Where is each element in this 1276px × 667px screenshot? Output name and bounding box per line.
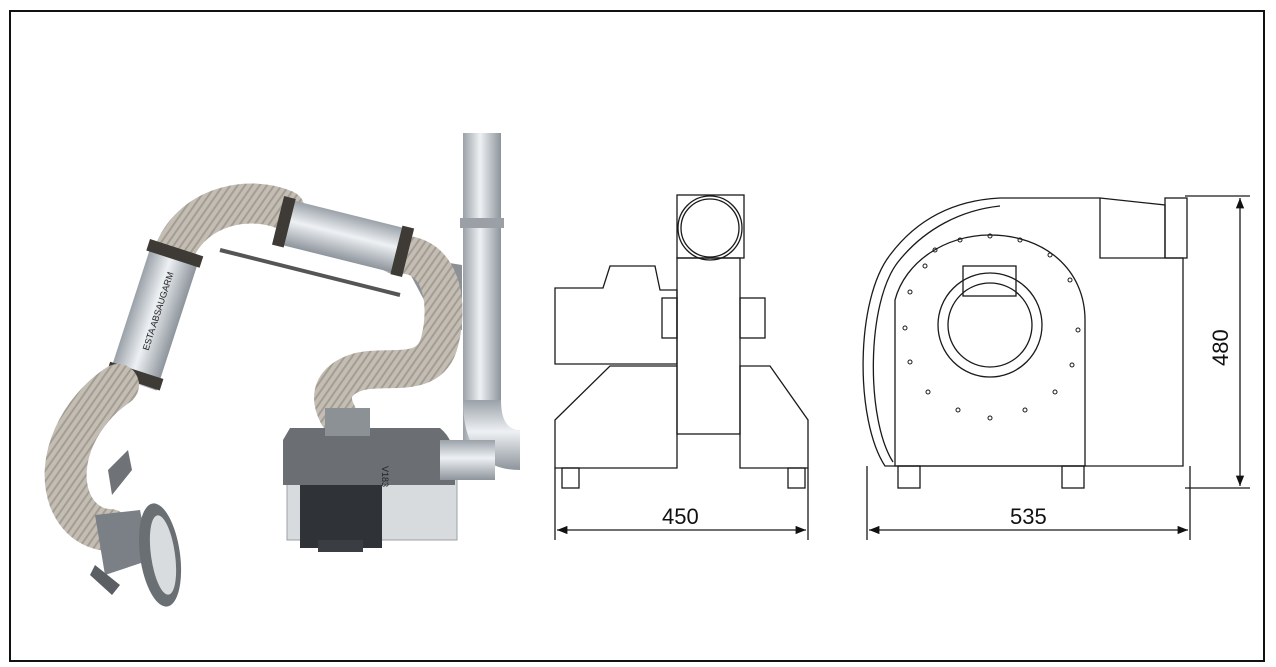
front-base	[554, 365, 678, 469]
front-width-label: 450	[662, 504, 699, 529]
side-outlet	[1099, 197, 1166, 258]
duct-clamp	[460, 218, 504, 228]
fan-inlet	[325, 408, 370, 436]
side-impeller-plate	[894, 234, 1086, 467]
upper-arm-tube	[276, 198, 414, 276]
top-hose-bend	[155, 183, 305, 270]
side-foot-right	[1061, 465, 1085, 489]
side-bolt-holes	[902, 233, 1081, 421]
lower-arm-tube	[108, 241, 200, 391]
vertical-duct	[463, 133, 501, 453]
upper-hose	[314, 235, 463, 434]
upper-arm-band-right	[390, 225, 415, 277]
lower-arm-band-top	[146, 239, 204, 268]
side-width-label: 535	[1010, 504, 1047, 529]
front-view-drawing	[554, 194, 809, 540]
fan-outlet	[440, 440, 495, 480]
front-foot-left	[561, 467, 580, 489]
front-motor	[554, 265, 678, 365]
fan-unit: V183	[283, 408, 495, 552]
figure-frame	[9, 10, 1265, 662]
front-inlet-circle	[677, 195, 743, 261]
front-fan-body	[676, 257, 741, 435]
side-scroll-housing	[862, 197, 1184, 467]
height-label: 480	[1208, 329, 1233, 366]
support-rod	[219, 248, 401, 297]
lower-hose	[44, 364, 139, 551]
fan-model-label: V183	[380, 466, 390, 487]
suction-hood	[90, 503, 182, 607]
upper-arm-band-left	[272, 196, 296, 248]
front-foot-right	[787, 467, 806, 489]
side-view-drawing	[862, 195, 1250, 540]
side-motor-ring	[937, 272, 1043, 378]
extraction-arm-photo: ESTA ABSAUGARM V183	[44, 133, 520, 607]
hood-bracket	[108, 450, 132, 495]
fan-motor	[300, 478, 382, 548]
side-foot-left	[897, 465, 921, 489]
fan-housing	[283, 428, 455, 485]
